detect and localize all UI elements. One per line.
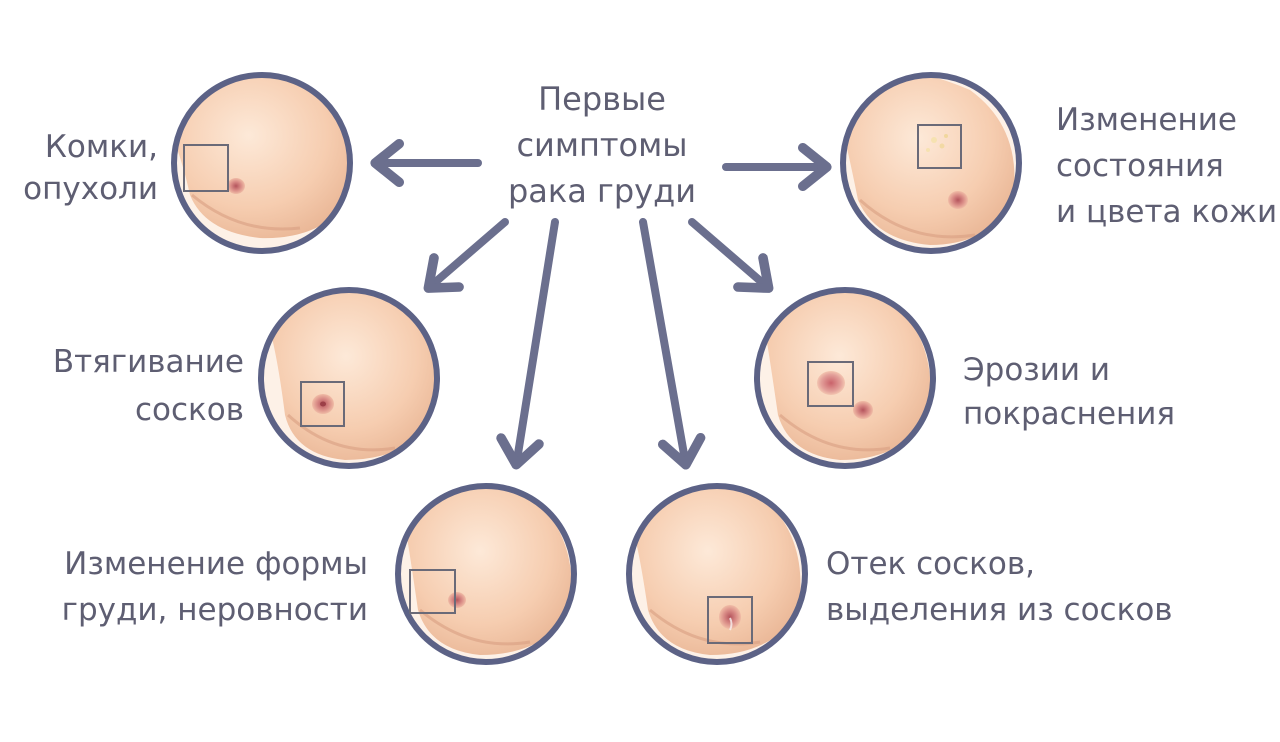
marker-box [917,124,962,169]
center-title-line: рака груди [507,172,696,210]
label-line: опухоли [23,171,158,207]
center-title: Первые симптомы рака груди [478,76,726,214]
label-line: Изменение формы [64,546,368,582]
breast-image-swelling [626,483,808,665]
label-line: Комки, [44,129,158,165]
label-line: сосков [134,392,244,428]
center-title-line: симптомы [516,126,688,164]
label-line: Втягивание [52,344,244,380]
arrow-to-shape-change [496,218,559,470]
label-line: покраснения [963,396,1176,432]
label-erosion: Эрозии и покраснения [963,348,1223,436]
breast-image-erosion [754,287,936,469]
label-swelling: Отек сосков, выделения из сосков [826,541,1206,633]
label-line: Изменение [1056,102,1237,138]
breast-image-retraction [258,287,440,469]
label-skin-change: Изменение состояния и цвета кожи [1056,97,1278,235]
marker-box [409,569,456,614]
marker-box [300,381,345,427]
breast-image-shape-change [395,483,577,665]
label-line: и цвета кожи [1056,194,1278,230]
label-shape-change: Изменение формы груди, неровности [0,541,368,633]
breast-image-lumps [171,72,353,254]
marker-box [183,144,229,192]
marker-box [807,361,854,407]
arrows [370,139,832,470]
marker-box [707,596,753,644]
label-retraction: Втягивание сосков [0,338,244,434]
label-line: состояния [1056,148,1224,184]
label-line: груди, неровности [61,592,368,628]
label-lumps: Комки, опухоли [0,126,158,210]
arrow-to-retraction [423,218,509,293]
arrow-to-erosion [688,218,774,293]
center-title-line: Первые [538,80,666,118]
label-line: выделения из сосков [826,592,1173,628]
label-line: Отек сосков, [826,546,1035,582]
label-line: Эрозии и [963,352,1111,388]
arrow-to-swelling [639,218,706,470]
breast-image-skin-change [840,72,1022,254]
